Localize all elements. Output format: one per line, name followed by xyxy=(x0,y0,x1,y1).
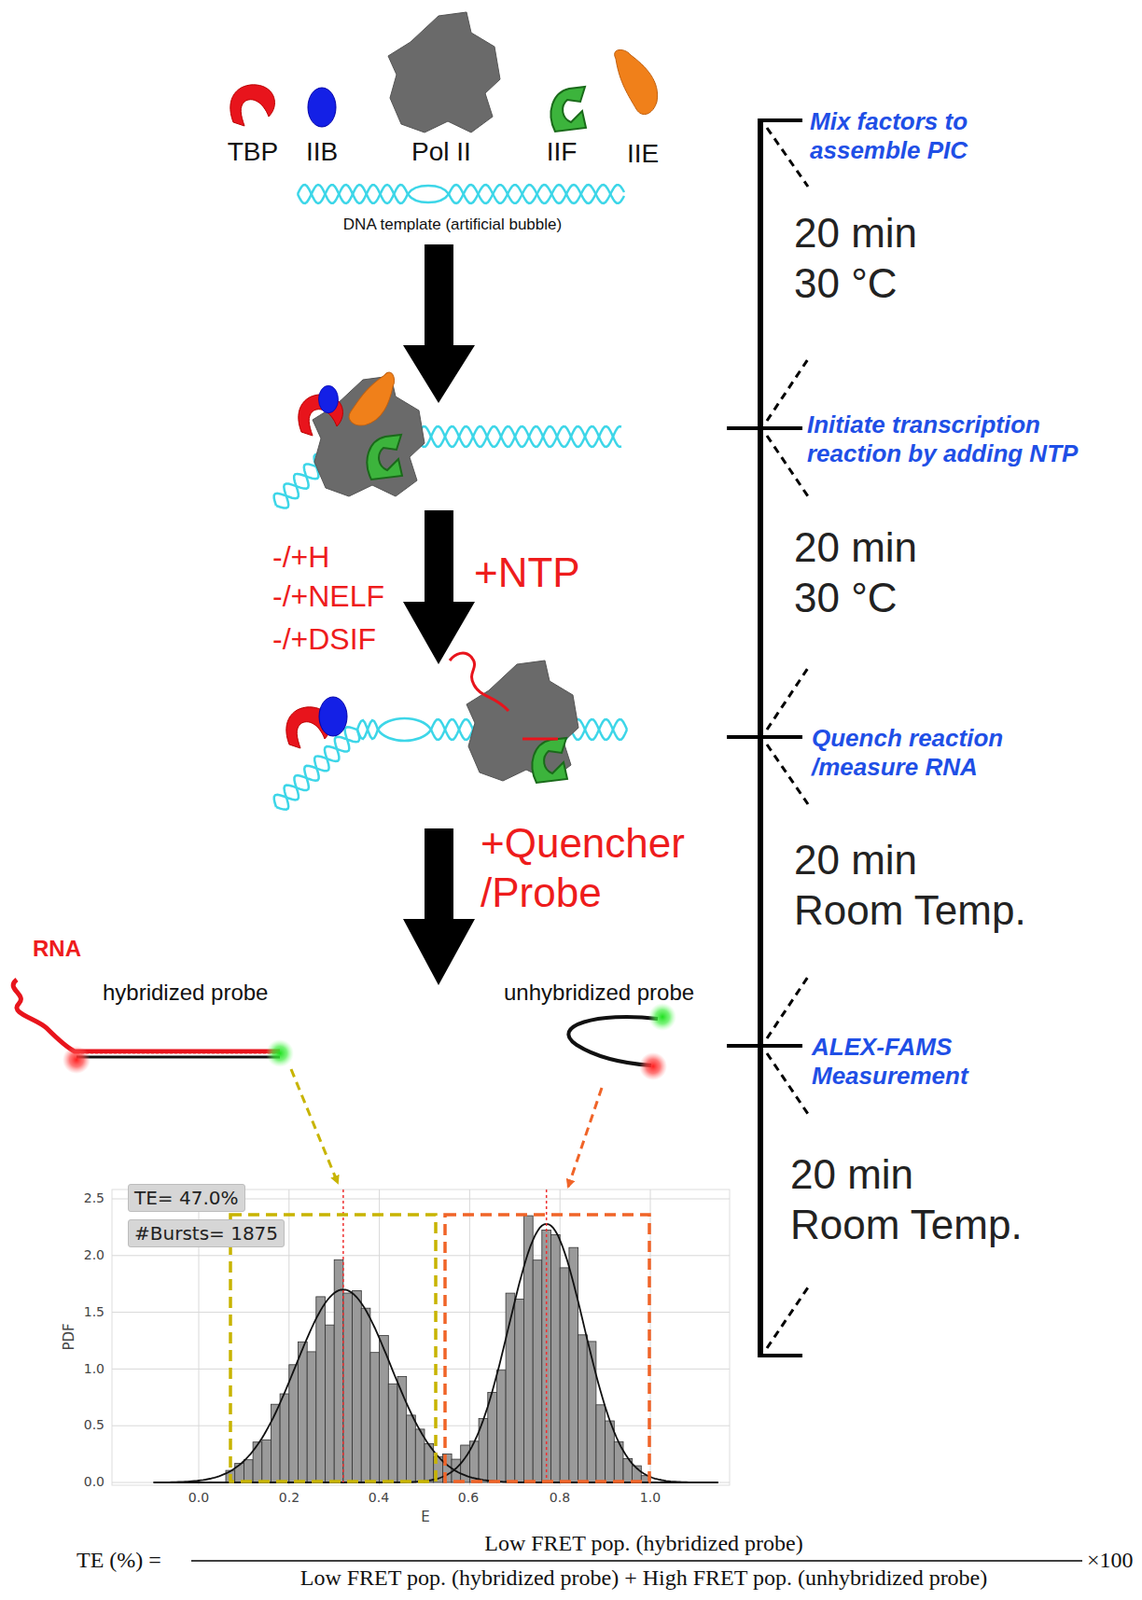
histogram-bar xyxy=(559,1267,570,1483)
formula-text: TE (%) = xyxy=(76,1546,162,1574)
step-label: Quench reaction /measure RNA xyxy=(811,724,1092,782)
probe-label: hybridized probe xyxy=(102,979,268,1007)
grid-line xyxy=(111,1254,730,1256)
axis-tick: 2.0 xyxy=(83,1247,105,1264)
histogram-bar xyxy=(316,1296,326,1483)
histogram-bar xyxy=(243,1460,253,1483)
top-factors xyxy=(230,12,658,133)
condition-label: -/+NELF xyxy=(272,578,385,614)
process-arrow xyxy=(403,244,475,986)
peak-line xyxy=(342,1189,345,1483)
histogram-bar xyxy=(370,1352,380,1483)
histogram-bar xyxy=(524,1215,534,1483)
annotation-box: TE= 47.0% xyxy=(127,1183,246,1212)
dna-strand xyxy=(357,720,378,739)
reagent-label: +NTP xyxy=(473,548,581,599)
histogram-bar xyxy=(298,1341,308,1483)
formula-denominator: Low FRET pop. (hybridized probe) + High … xyxy=(300,1564,989,1592)
template-label: DNA template (artificial bubble) xyxy=(343,215,562,235)
histogram-bar xyxy=(270,1404,280,1483)
condition-label: -/+H xyxy=(272,539,330,575)
histogram-bar xyxy=(406,1415,417,1483)
histogram-bar xyxy=(388,1383,398,1483)
step-duration: 20 min Room Temp. xyxy=(790,1149,1031,1250)
histogram-bar xyxy=(487,1392,498,1484)
dna-strand xyxy=(274,729,360,808)
protein-name: IIE xyxy=(626,138,659,170)
histogram-bar xyxy=(515,1298,525,1483)
condition-label: -/+DSIF xyxy=(272,621,377,657)
dna-strand xyxy=(448,184,625,204)
step-label: Initiate transcription reaction by addin… xyxy=(807,410,1129,469)
elongation-complex xyxy=(286,653,579,783)
histogram-bar xyxy=(279,1393,290,1483)
histogram-bar xyxy=(586,1341,597,1483)
step-duration: 20 min 30 °C xyxy=(793,208,972,308)
probe-label: unhybridized probe xyxy=(503,979,695,1007)
histogram-bar xyxy=(235,1463,245,1484)
axis-tick: 1.5 xyxy=(83,1304,105,1321)
reagent-label: +Quencher /Probe xyxy=(480,819,752,919)
axis-tick: 0.2 xyxy=(278,1490,300,1506)
dna-strand xyxy=(448,184,625,204)
rna-label: RNA xyxy=(32,935,82,963)
grid-line xyxy=(111,1368,730,1370)
fraction-bar xyxy=(191,1559,1083,1562)
grid-line xyxy=(111,1425,730,1427)
histogram-bar xyxy=(262,1439,272,1483)
step-label: Mix factors to assemble PIC xyxy=(809,107,1034,166)
histogram-bar xyxy=(289,1364,299,1483)
formula-numerator: Low FRET pop. (hybridized probe) xyxy=(484,1530,804,1558)
peak-line xyxy=(545,1189,548,1483)
axis-tick: 2.5 xyxy=(83,1190,105,1207)
histogram-bar xyxy=(551,1234,561,1483)
hybridized-probe-figure xyxy=(13,979,294,1074)
histogram-bar xyxy=(532,1260,543,1483)
protein-name: Pol II xyxy=(411,136,472,168)
step-label: ALEX-FAMS Measurement xyxy=(811,1032,1008,1091)
annotation-text: TE= 47.0% xyxy=(134,1186,239,1210)
dna-strand xyxy=(357,720,378,739)
step-duration: 20 min Room Temp. xyxy=(793,835,1035,935)
dna-helix xyxy=(274,184,627,810)
axis-tick: 0.5 xyxy=(83,1417,105,1434)
guide-arrows xyxy=(291,1069,602,1187)
protein-name: IIB xyxy=(306,136,338,168)
annotation-box: #Bursts= 1875 xyxy=(127,1219,285,1248)
step-duration: 20 min 30 °C xyxy=(793,522,972,623)
plot-frame xyxy=(111,1189,730,1486)
protein-name: IIF xyxy=(546,136,578,168)
axis-tick: 1.0 xyxy=(640,1490,661,1506)
histogram-bar xyxy=(306,1351,317,1483)
axis-title: PDF xyxy=(60,1323,78,1351)
protein-name: TBP xyxy=(227,136,279,168)
low-fret-window xyxy=(230,1214,436,1482)
histogram-bar xyxy=(496,1370,506,1483)
axis-tick: 0.8 xyxy=(549,1490,571,1506)
grid-line xyxy=(111,1311,730,1313)
histogram-bar xyxy=(596,1405,606,1483)
axis-tick: 0.4 xyxy=(368,1490,390,1506)
unhybridized-probe-figure xyxy=(568,1002,677,1081)
histogram-bar xyxy=(352,1290,363,1483)
dna-strand xyxy=(297,184,408,204)
axis-tick: 0.0 xyxy=(83,1474,105,1491)
formula-text: ×100 xyxy=(1086,1546,1134,1574)
high-fret-window xyxy=(445,1214,650,1482)
histogram-bar xyxy=(325,1324,335,1483)
annotation-text: #Bursts= 1875 xyxy=(134,1222,279,1245)
histogram-bar xyxy=(361,1308,371,1483)
axis-title: E xyxy=(420,1508,430,1526)
dna-strand xyxy=(297,184,408,204)
histogram xyxy=(111,1189,730,1486)
axis-tick: 0.6 xyxy=(458,1490,479,1506)
pic-complex xyxy=(298,371,425,497)
axis-tick: 1.0 xyxy=(83,1361,105,1378)
histogram-bar xyxy=(343,1293,353,1483)
axis-tick: 0.0 xyxy=(188,1490,209,1506)
histogram-bar xyxy=(578,1335,588,1483)
